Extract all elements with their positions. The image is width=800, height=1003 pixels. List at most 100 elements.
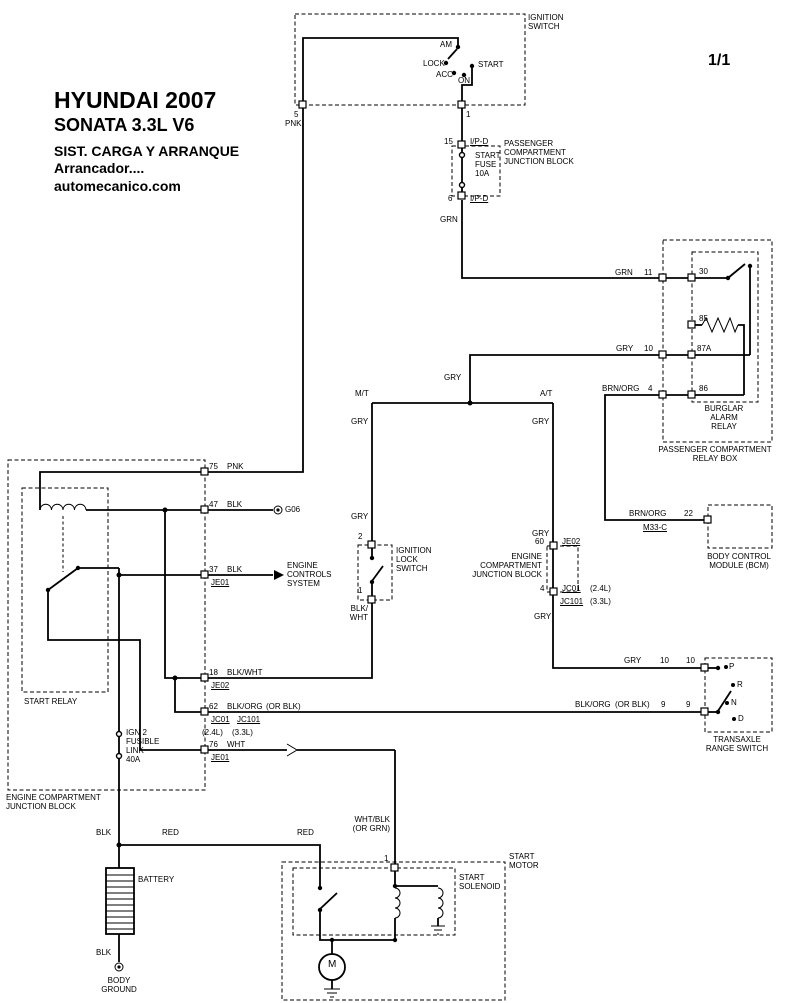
connector-je01-a: JE01: [211, 578, 230, 587]
connector-je02-l: JE02: [211, 681, 230, 690]
engine-junction-block-right-box: [546, 545, 579, 593]
note-33l-l: (3.3L): [232, 728, 253, 737]
connector-m33c: M33-C: [643, 523, 668, 532]
connector-ipd-1: I/P-D: [470, 137, 489, 146]
body-ground-symbol: [114, 962, 124, 972]
start-solenoid-box: [292, 867, 456, 936]
solenoid-coil-symbols: [394, 887, 445, 935]
wire-label-blkorg-62: BLK/ORG: [227, 702, 263, 711]
body-ground-label: BODY GROUND: [101, 976, 137, 994]
pin-number-2: 2: [358, 532, 363, 541]
motor-symbol: [318, 953, 346, 998]
transaxle-range-switch-box: [704, 657, 773, 733]
wire-label-blkorg-trans: BLK/ORG: [575, 700, 611, 709]
note-33l-r: (3.3L): [590, 597, 611, 606]
wire-label-pnk-75: PNK: [227, 462, 244, 471]
inline-connector-symbol: [286, 743, 298, 757]
wire-label-blkwht-18: BLK/WHT: [227, 668, 263, 677]
wire-label-gry-mt2: GRY: [351, 512, 369, 521]
cavity-4: 4: [648, 384, 653, 393]
resistor-coil-symbol: [701, 316, 739, 334]
branch-mt: M/T: [355, 389, 369, 398]
pin-number-1b: 1: [358, 586, 363, 595]
note-24l-r: (2.4L): [590, 584, 611, 593]
passenger-relay-box-label: PASSENGER COMPARTMENT RELAY BOX: [658, 445, 772, 463]
wire-label-brnorg-1: BRN/ORG: [602, 384, 640, 393]
pin-number-60: 60: [535, 537, 544, 546]
pin-number-6: 6: [448, 194, 453, 203]
wire-label-whtblk: WHT/BLK (OR GRN): [352, 815, 390, 833]
battery-label: BATTERY: [138, 875, 175, 884]
title-line1: HYUNDAI 2007: [54, 87, 217, 113]
start-solenoid-label: START SOLENOID: [459, 873, 501, 891]
wires: [39, 37, 751, 989]
connector-je02-r: JE02: [562, 537, 581, 546]
pin-number-5: 5: [294, 110, 299, 119]
wire-label-blk-47: BLK: [227, 500, 243, 509]
note-24l-l: (2.4L): [202, 728, 223, 737]
fusible-link-symbol: [115, 730, 123, 760]
connector-je01-b: JE01: [211, 753, 230, 762]
engine-junction-block-left-box: [7, 459, 206, 791]
ignition-switch-start: START: [478, 60, 504, 69]
fusible-link-label: IGN 2 FUSIBLE LINK 40A: [126, 728, 160, 764]
wire-label-pnk: PNK: [285, 119, 302, 128]
engine-controls-arrow-icon: [274, 570, 284, 580]
pin-number-15: 15: [444, 137, 453, 146]
wire-label-gry-main: GRY: [444, 373, 462, 382]
connector-ipd-2: I/P-D: [470, 194, 489, 203]
cavity-10b: 10: [686, 656, 695, 665]
title-line5: automecanico.com: [54, 178, 181, 194]
wire-label-grn-1: GRN: [440, 215, 458, 224]
cavity-9b: 9: [686, 700, 691, 709]
relay-pin-86: 86: [699, 384, 708, 393]
bcm-box: [707, 504, 773, 549]
gear-position-r: R: [737, 680, 743, 689]
engine-junction-block-right-label: ENGINE COMPARTMENT JUNCTION BLOCK: [472, 552, 542, 579]
pin-number-1-solenoid: 1: [384, 854, 389, 863]
wire-label-grn-2: GRN: [615, 268, 633, 277]
connector-jc101-l: JC101: [237, 715, 261, 724]
relay-pin-87a: 87A: [697, 344, 712, 353]
ignition-switch-box: [294, 13, 526, 106]
junction-dots: [45, 44, 753, 943]
start-relay-box: [21, 487, 109, 693]
battery-symbol: [105, 867, 135, 935]
ignition-switch-lock: LOCK: [423, 59, 445, 68]
component-symbols: [39, 151, 739, 998]
wire-label-blkwht-1: BLK/ WHT: [349, 604, 368, 622]
cavity-10a: 10: [660, 656, 669, 665]
start-motor-box: [281, 861, 506, 1001]
passenger-junction-block-label: PASSENGER COMPARTMENT JUNCTION BLOCK: [504, 139, 574, 166]
engine-junction-block-left-label: ENGINE COMPARTMENT JUNCTION BLOCK: [6, 793, 101, 811]
burglar-alarm-relay-box: [691, 251, 759, 403]
relay-coil-symbol: [39, 503, 87, 572]
cavity-11: 11: [644, 268, 653, 277]
pin-number-37: 37: [209, 565, 218, 574]
passenger-junction-block-box: [451, 145, 501, 197]
ignition-lock-switch-box: [357, 544, 393, 601]
ignition-lock-switch-label: IGNITION LOCK SWITCH: [396, 546, 432, 573]
pin-number-47: 47: [209, 500, 218, 509]
wire-label-gry-at1: GRY: [532, 417, 550, 426]
wire-label-wht-76: WHT: [227, 740, 246, 749]
wire-label-blk-top: BLK: [96, 828, 112, 837]
pin-number-4: 4: [540, 584, 545, 593]
title-line2: SONATA 3.3L V6: [54, 115, 195, 135]
start-motor-label: START MOTOR: [509, 852, 539, 870]
note-orblk-trans: (OR BLK): [615, 700, 650, 709]
page-number: 1/1: [708, 52, 731, 69]
pin-number-76: 76: [209, 740, 218, 749]
connector-pins: [200, 100, 712, 872]
relay-pin-85: 85: [699, 314, 708, 323]
pin-number-1: 1: [466, 110, 471, 119]
relay-pin-30: 30: [699, 267, 708, 276]
wire-label-blk-bottom: BLK: [96, 948, 112, 957]
wire-label-red-1: RED: [162, 828, 179, 837]
motor-m-label: M: [328, 959, 337, 970]
connector-jc101-r: JC101: [560, 597, 584, 606]
start-relay-label: START RELAY: [24, 697, 78, 706]
gear-position-d: D: [738, 714, 744, 723]
ignition-switch-label: IGNITION SWITCH: [528, 13, 564, 31]
